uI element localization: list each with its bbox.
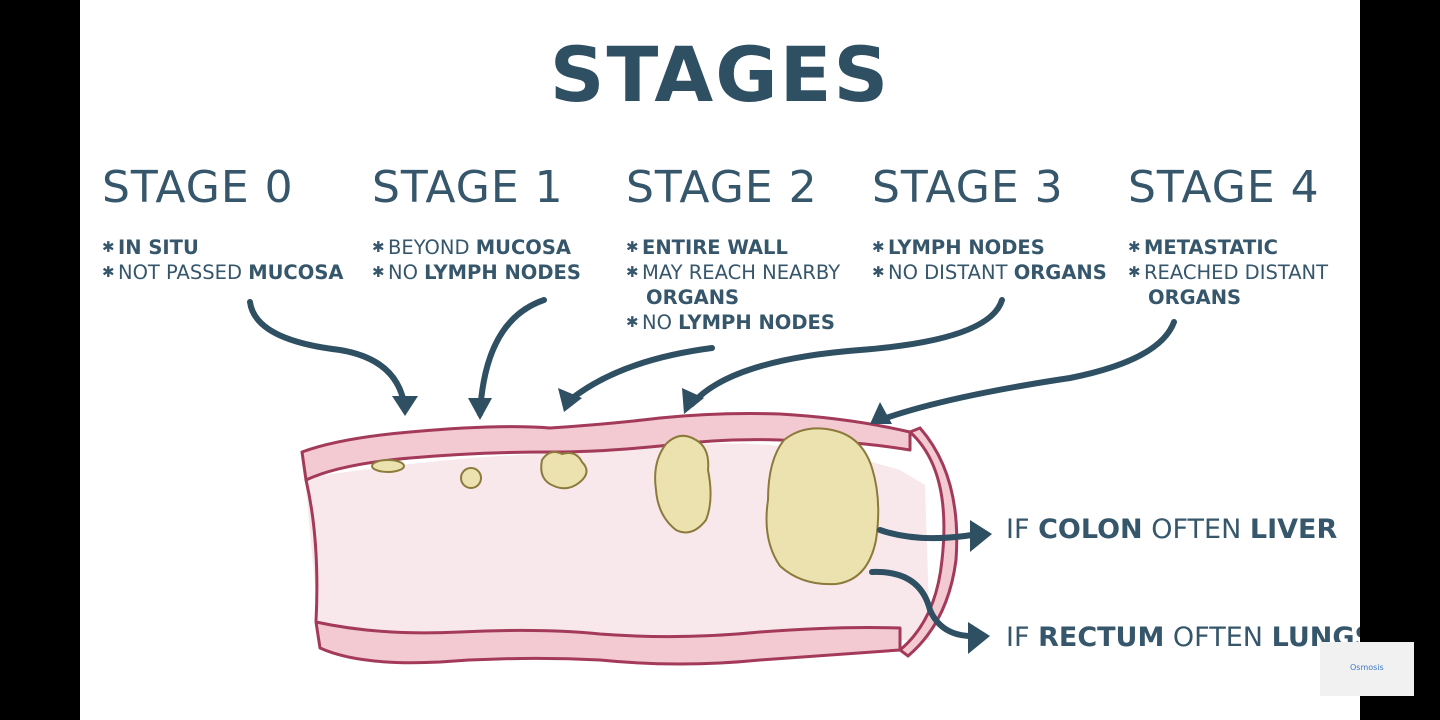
colon-often: OFTEN	[1142, 514, 1250, 545]
stage-4-bullet-line: ORGANS	[1128, 285, 1328, 310]
stage-0-bullet-line: ✱NOT PASSED MUCOSA	[102, 260, 343, 285]
rectum-outcome: IF RECTUM OFTEN LUNGS	[1006, 622, 1360, 653]
bullet-text: MUCOSA	[248, 261, 344, 284]
stage-3-heading: STAGE 3	[872, 162, 1064, 213]
bullet-text: MUCOSA	[475, 236, 571, 259]
arrow-stage-1	[477, 297, 547, 417]
tumor-stage-2	[540, 451, 588, 490]
bullet-text: NO DISTANT	[888, 261, 1014, 284]
stage-1-bullet-line: ✱NO LYMPH NODES	[372, 260, 581, 285]
bullet-star-icon: ✱	[626, 263, 639, 281]
bullet-text: NO	[642, 311, 679, 334]
bullet-text: LYMPH NODES	[424, 261, 581, 284]
stage-1-heading: STAGE 1	[372, 162, 564, 213]
bullet-text: ORGANS	[646, 286, 740, 309]
stage-arrows	[247, 297, 1177, 421]
tumor-stage-4	[765, 427, 880, 586]
stage-4-bullet-line: ✱METASTATIC	[1128, 235, 1328, 260]
bullet-text: LYMPH NODES	[678, 311, 835, 334]
stage-0-bullets: ✱IN SITU✱NOT PASSED MUCOSA	[102, 235, 343, 285]
colon-target: LIVER	[1249, 514, 1338, 545]
bullet-text: ORGANS	[1013, 261, 1107, 284]
stage-1-bullets: ✱BEYOND MUCOSA✱NO LYMPH NODES	[372, 235, 581, 285]
stage-0-heading: STAGE 0	[102, 162, 294, 213]
bullet-star-icon: ✱	[372, 238, 385, 256]
stage-0-bullet-line: ✱IN SITU	[102, 235, 343, 260]
arrowheads	[392, 388, 892, 424]
colon-if: IF	[1006, 514, 1039, 545]
bullet-star-icon: ✱	[372, 263, 385, 281]
bullet-text: ENTIRE WALL	[642, 236, 788, 259]
osmosis-logo: Osmosis	[1320, 642, 1414, 696]
arrow-stage-4	[883, 319, 1177, 421]
metastasis-arrows	[869, 527, 981, 640]
tumor-stage-3	[654, 434, 712, 534]
arrow-stage-2	[567, 345, 715, 403]
arrow-to-rectum-outcome	[869, 568, 981, 640]
page-title: STAGES	[549, 30, 891, 119]
bullet-star-icon: ✱	[102, 238, 115, 256]
bullet-text: LYMPH NODES	[888, 236, 1045, 259]
bullet-text: NOT PASSED	[118, 261, 249, 284]
stage-2-heading: STAGE 2	[626, 162, 818, 213]
bowel-end-ring	[897, 426, 959, 658]
bullet-text: REACHED DISTANT	[1144, 261, 1329, 284]
stage-1-bullet-line: ✱BEYOND MUCOSA	[372, 235, 581, 260]
stage-2-bullet-line: ✱MAY REACH NEARBY	[626, 260, 840, 285]
arrow-to-colon-outcome	[877, 527, 981, 542]
rectum-often: OFTEN	[1164, 622, 1272, 653]
rectum-organ: RECTUM	[1038, 622, 1165, 653]
stage-3-bullet-line: ✱LYMPH NODES	[872, 235, 1107, 260]
stage-4-heading: STAGE 4	[1128, 162, 1320, 213]
bullet-text: ORGANS	[1148, 286, 1242, 309]
bullet-star-icon: ✱	[102, 263, 115, 281]
stage-3-bullet-line: ✱NO DISTANT ORGANS	[872, 260, 1107, 285]
bowel-top-wall	[300, 412, 912, 482]
stage-0-block: STAGE 0 ✱IN SITU✱NOT PASSED MUCOSA	[102, 162, 343, 285]
bullet-text: MAY REACH NEARBY	[642, 261, 841, 284]
bullet-text: NO	[388, 261, 425, 284]
stage-2-bullet-line: ORGANS	[626, 285, 840, 310]
stage-3-block: STAGE 3 ✱LYMPH NODES✱NO DISTANT ORGANS	[872, 162, 1107, 285]
bullet-text: METASTATIC	[1144, 236, 1278, 259]
bullet-star-icon: ✱	[1128, 263, 1141, 281]
bowel-left-edge	[304, 479, 319, 623]
whiteboard: STAGES STAGE 0 ✱IN SITU✱NOT PASSED MUCOS…	[80, 0, 1360, 720]
tumor-stage-0	[371, 459, 405, 473]
logo-text: Osmosis	[1350, 663, 1384, 672]
arrow-stage-3	[689, 297, 1005, 407]
tumor-stage-1	[460, 467, 482, 489]
stage-2-bullet-line: ✱ENTIRE WALL	[626, 235, 840, 260]
bullet-star-icon: ✱	[872, 263, 885, 281]
arrow-stage-0	[247, 299, 408, 413]
stage-3-bullets: ✱LYMPH NODES✱NO DISTANT ORGANS	[872, 235, 1107, 285]
bullet-text: BEYOND	[388, 236, 476, 259]
stage-2-bullet-line: ✱NO LYMPH NODES	[626, 310, 840, 335]
bullet-star-icon: ✱	[626, 313, 639, 331]
bullet-text: IN SITU	[118, 236, 199, 259]
bullet-star-icon: ✱	[872, 238, 885, 256]
colon-organ: COLON	[1038, 514, 1143, 545]
rectum-if: IF	[1006, 622, 1039, 653]
stage-1-block: STAGE 1 ✱BEYOND MUCOSA✱NO LYMPH NODES	[372, 162, 581, 285]
bullet-star-icon: ✱	[626, 238, 639, 256]
colon-outcome: IF COLON OFTEN LIVER	[1006, 514, 1337, 545]
bullet-star-icon: ✱	[1128, 238, 1141, 256]
colon-diagram	[247, 297, 1177, 666]
stage-4-bullet-line: ✱REACHED DISTANT	[1128, 260, 1328, 285]
